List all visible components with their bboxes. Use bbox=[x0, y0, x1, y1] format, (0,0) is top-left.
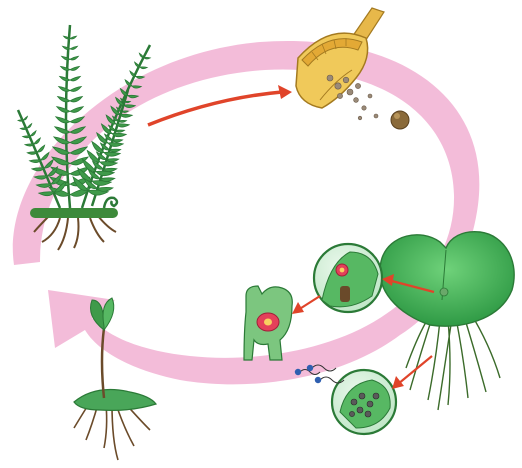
arrow-archegonium-to-egg bbox=[292, 296, 320, 314]
fern-leaflet bbox=[70, 66, 79, 70]
fern-leaflet bbox=[100, 162, 117, 166]
fern-leaflet bbox=[113, 140, 123, 143]
fern-leaflet bbox=[23, 116, 27, 120]
fern-leaflet bbox=[55, 127, 70, 134]
fern-leaflet bbox=[34, 138, 41, 144]
spore-icon bbox=[391, 111, 409, 129]
fern-leaflet bbox=[37, 145, 44, 152]
fern-leaflet bbox=[70, 97, 82, 102]
fern-leaflet bbox=[116, 130, 125, 132]
fern-leaflet bbox=[30, 160, 41, 163]
fern-sporophyte-icon bbox=[18, 25, 150, 250]
fern-leaflet bbox=[140, 67, 147, 69]
fern-leaflet bbox=[27, 124, 32, 128]
fern-leaflet bbox=[25, 144, 34, 146]
fern-leaflet bbox=[23, 136, 31, 138]
fern-leaflet bbox=[144, 57, 150, 59]
fern-leaflet bbox=[120, 114, 132, 117]
antheridium-magnified-icon bbox=[332, 370, 396, 434]
fern-leaflet bbox=[70, 87, 81, 92]
fiddlehead bbox=[104, 198, 117, 208]
fern-leaflet bbox=[103, 168, 116, 171]
egg-cell-icon bbox=[244, 286, 292, 360]
fern-leaflet bbox=[61, 66, 70, 70]
fern-leaflet bbox=[70, 46, 77, 49]
fern-leaflet bbox=[30, 131, 36, 136]
fern-leaflet bbox=[87, 150, 100, 162]
fern-leaflet bbox=[70, 107, 83, 113]
fern-leaflet bbox=[56, 117, 70, 123]
fern-leaflet bbox=[109, 149, 120, 152]
fern-roots bbox=[34, 215, 116, 250]
fern-leaflet bbox=[104, 152, 120, 156]
fern-leaflet bbox=[70, 76, 80, 81]
fern-leaflet bbox=[58, 97, 70, 102]
fern-leaflet bbox=[57, 107, 70, 113]
fern-leaflet bbox=[96, 171, 114, 176]
archegonium-magnified-icon bbox=[314, 244, 382, 312]
fern-leaflet bbox=[20, 128, 27, 130]
fern-leaflet bbox=[70, 56, 78, 60]
fern-leaflet bbox=[119, 120, 127, 122]
fern-leaflet bbox=[18, 120, 23, 121]
fern-leaflet bbox=[60, 76, 70, 81]
fern-leaflet bbox=[70, 36, 76, 39]
fern-rhizome bbox=[30, 208, 118, 218]
fern-leaflet bbox=[106, 159, 118, 162]
fern-leaflet bbox=[59, 87, 70, 92]
